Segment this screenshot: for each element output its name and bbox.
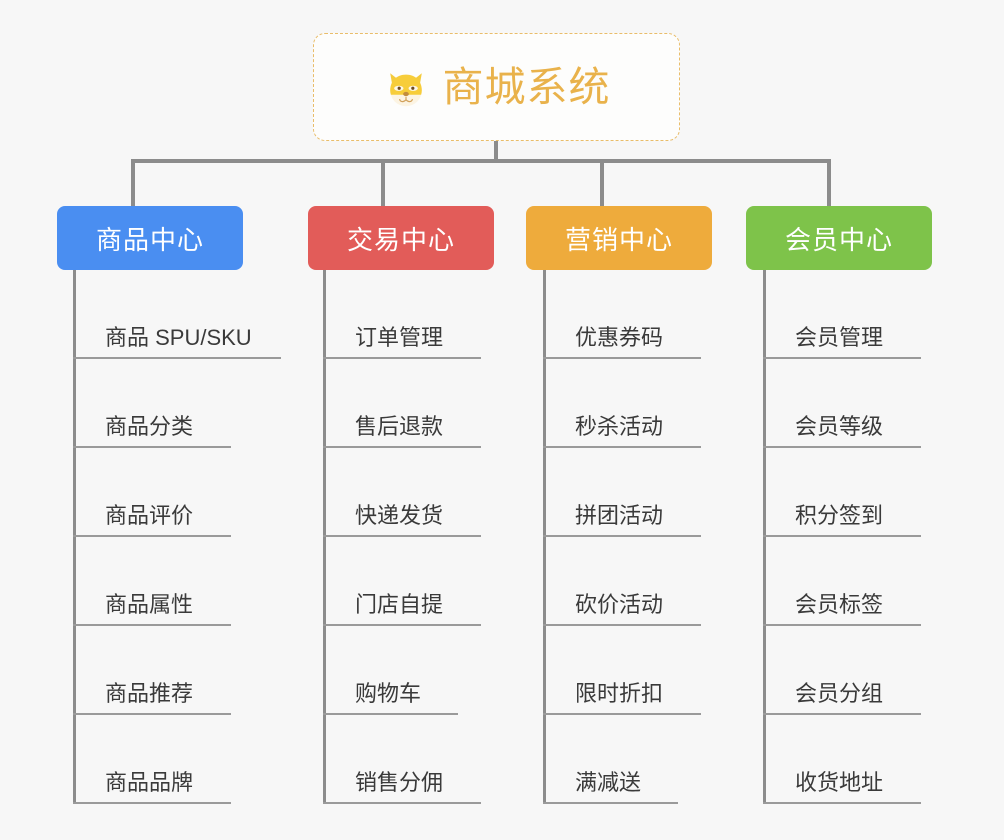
branch-box-1[interactable]: 交易中心 <box>308 206 494 270</box>
leaf-item[interactable]: 收货地址 <box>763 715 921 804</box>
leaf-label: 售后退款 <box>355 413 444 439</box>
leaf-label: 门店自提 <box>355 591 444 617</box>
root-title: 商城系统 <box>442 63 611 110</box>
connector-bus <box>131 159 831 163</box>
branch-label: 营销中心 <box>564 224 673 255</box>
leaf-label: 积分签到 <box>795 502 884 528</box>
connector-drop-2 <box>381 159 385 207</box>
leaf-label: 秒杀活动 <box>575 413 664 439</box>
leaf-label: 砍价活动 <box>575 591 664 617</box>
root-node[interactable]: 商城系统 <box>313 33 680 141</box>
leaf-item[interactable]: 商品评价 <box>73 448 231 537</box>
leaf-item[interactable]: 商品品牌 <box>73 715 231 804</box>
leaf-label: 满减送 <box>575 769 642 795</box>
leaf-label: 拼团活动 <box>575 502 664 528</box>
leaf-label: 商品属性 <box>105 591 194 617</box>
leaf-item[interactable]: 会员标签 <box>763 537 921 626</box>
branch-box-3[interactable]: 会员中心 <box>746 206 932 270</box>
leaf-label: 限时折扣 <box>575 680 664 706</box>
branch-label: 交易中心 <box>346 224 455 255</box>
leaf-item[interactable]: 购物车 <box>323 626 458 715</box>
leaf-item[interactable]: 商品推荐 <box>73 626 231 715</box>
leaf-item[interactable]: 会员管理 <box>763 270 921 359</box>
leaf-item[interactable]: 秒杀活动 <box>543 359 701 448</box>
leaf-item[interactable]: 满减送 <box>543 715 678 804</box>
leaf-label: 销售分佣 <box>355 769 444 795</box>
leaf-spine <box>73 270 76 804</box>
leaf-item[interactable]: 积分签到 <box>763 448 921 537</box>
leaf-label: 优惠券码 <box>575 324 664 350</box>
leaf-item[interactable]: 销售分佣 <box>323 715 481 804</box>
shiba-dog-face-icon <box>389 73 422 107</box>
branch-box-2[interactable]: 营销中心 <box>526 206 712 270</box>
leaf-item[interactable]: 商品分类 <box>73 359 231 448</box>
connector-drop-3 <box>600 159 604 207</box>
leaf-item[interactable]: 商品属性 <box>73 537 231 626</box>
leaf-item[interactable]: 门店自提 <box>323 537 481 626</box>
leaf-spine <box>323 270 326 804</box>
branch-box-0[interactable]: 商品中心 <box>57 206 243 270</box>
leaf-item[interactable]: 砍价活动 <box>543 537 701 626</box>
leaf-label: 商品推荐 <box>105 680 194 706</box>
leaf-label: 购物车 <box>355 680 422 706</box>
leaf-item[interactable]: 会员等级 <box>763 359 921 448</box>
leaf-label: 订单管理 <box>355 324 444 350</box>
leaf-label: 会员分组 <box>795 680 884 706</box>
leaf-item[interactable]: 快递发货 <box>323 448 481 537</box>
leaf-item[interactable]: 会员分组 <box>763 626 921 715</box>
leaf-item[interactable]: 限时折扣 <box>543 626 701 715</box>
leaf-item[interactable]: 拼团活动 <box>543 448 701 537</box>
leaf-label: 会员标签 <box>795 591 884 617</box>
leaf-label: 会员等级 <box>795 413 884 439</box>
leaf-item[interactable]: 售后退款 <box>323 359 481 448</box>
branch-label: 商品中心 <box>95 224 204 255</box>
leaf-item[interactable]: 优惠券码 <box>543 270 701 359</box>
leaf-item[interactable]: 订单管理 <box>323 270 481 359</box>
leaf-label: 收货地址 <box>795 769 884 795</box>
leaf-item[interactable]: 商品 SPU/SKU <box>73 270 281 359</box>
leaf-label: 商品品牌 <box>105 769 194 795</box>
leaf-label: 快递发货 <box>355 502 444 528</box>
leaf-label: 商品 SPU/SKU <box>105 324 252 350</box>
connector-drop-1 <box>131 159 135 207</box>
connector-root-stem <box>494 141 498 161</box>
leaf-spine <box>763 270 766 804</box>
leaf-spine <box>543 270 546 804</box>
leaf-label: 商品分类 <box>105 413 194 439</box>
branch-label: 会员中心 <box>784 224 893 255</box>
leaf-label: 商品评价 <box>105 502 194 528</box>
connector-drop-4 <box>827 159 831 207</box>
leaf-label: 会员管理 <box>795 324 884 350</box>
